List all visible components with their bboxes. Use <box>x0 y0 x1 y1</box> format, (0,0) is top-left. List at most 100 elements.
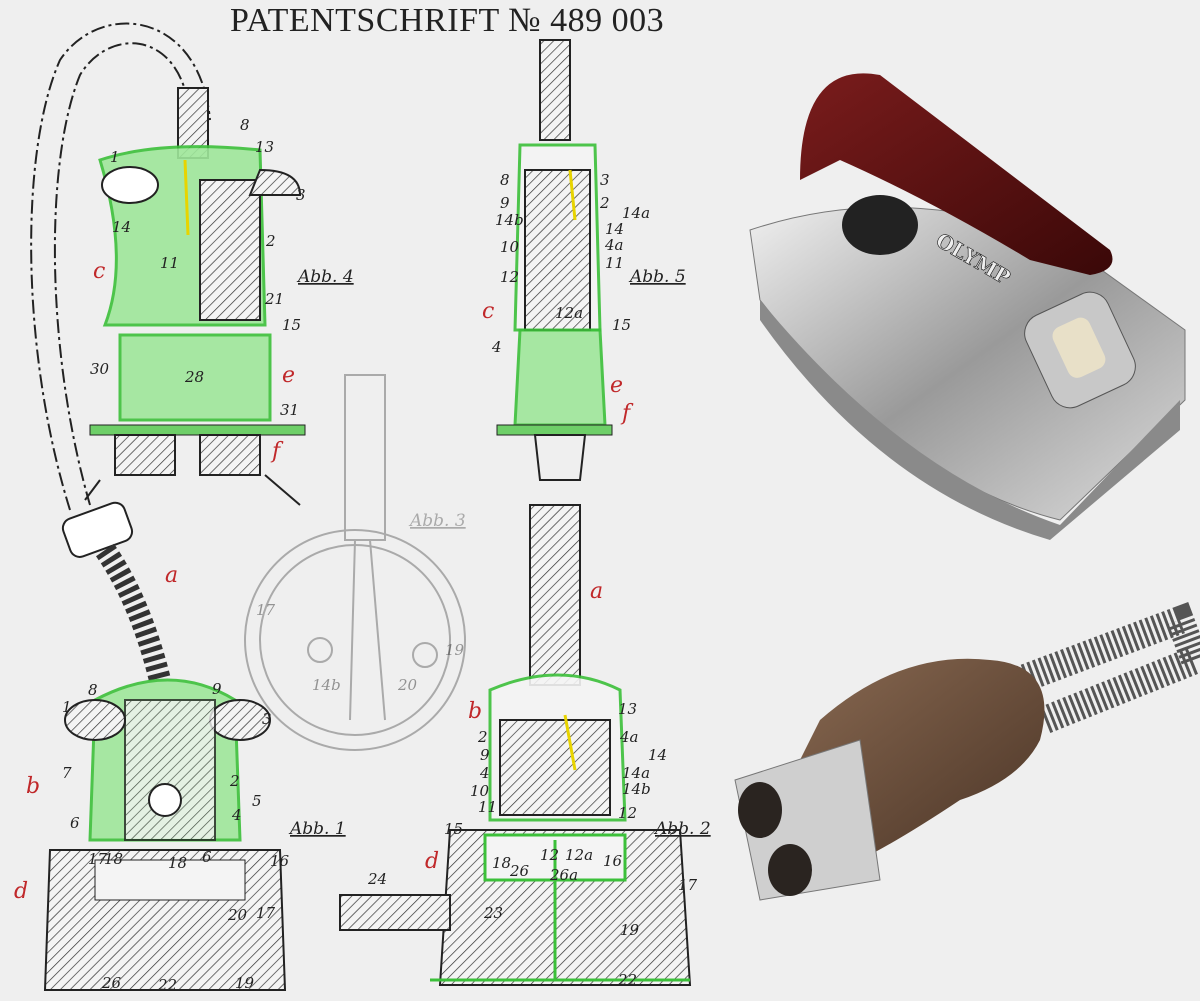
ref-number: 11 <box>605 254 624 272</box>
figure-label-abb2: Abb. 2 <box>653 819 711 839</box>
part-letter-e-abb5: e <box>610 373 623 398</box>
ref-number: 31 <box>280 401 299 419</box>
ref-number: 4 <box>231 806 242 824</box>
abb2-reference-numbers: 2 13 9 4a 4 14 14a 14b 10 11 12 15 18 12… <box>367 700 698 989</box>
ref-number: 20 <box>227 906 248 924</box>
ref-number: 14 <box>112 218 131 236</box>
ref-number: 9 <box>212 680 222 698</box>
ref-number: 26 <box>101 974 122 992</box>
ref-number: 4 <box>479 764 490 782</box>
ref-number: 16 <box>270 852 290 870</box>
patent-title: PATENTSCHRIFT № 489 003 <box>230 2 665 39</box>
photo-olymp-iron: OLYMP <box>749 73 1186 540</box>
ref-number: 14b <box>495 211 524 229</box>
abb5-reference-numbers: 8 3 9 2 14b 14a 14 4a 10 11 12 12a 15 4 <box>491 171 650 356</box>
ref-number: 17 <box>88 850 108 868</box>
ref-number: 14b <box>622 780 651 798</box>
photo-connector-plug <box>734 601 1200 901</box>
ref-number: 11 <box>160 254 179 272</box>
ref-number: 12a <box>555 304 583 322</box>
sleeve-e-abb5 <box>513 328 607 427</box>
ref-number: 26 <box>509 862 530 880</box>
ref-number: 3 <box>262 710 272 728</box>
ref-number: 8 <box>88 681 98 699</box>
ref-number: 8 <box>240 116 250 134</box>
ref-number: 20 <box>397 676 418 694</box>
figure-abb1 <box>43 501 287 991</box>
figure-label-abb3: Abb. 3 <box>408 511 466 531</box>
figure-abb2 <box>339 673 692 986</box>
ref-number: 2 <box>477 728 488 746</box>
ref-number: 8 <box>500 171 510 189</box>
ref-number: 4a <box>604 236 624 254</box>
ref-number: 13 <box>255 138 274 156</box>
ref-number: 12a <box>565 846 593 864</box>
ref-number: 22 <box>617 971 637 989</box>
ref-number: 6 <box>202 848 212 866</box>
ref-number: 19 <box>445 641 465 659</box>
ref-number: 2 <box>265 232 276 250</box>
figure-abb4 <box>84 87 306 506</box>
ref-number: 9 <box>500 194 510 212</box>
ref-number: 10 <box>470 782 490 800</box>
ref-number: 15 <box>282 316 301 334</box>
ref-number: 23 <box>483 904 503 922</box>
abb4-reference-numbers: 1 8 13 3 14 2 11 21 15 30 28 31 <box>90 116 306 419</box>
part-letter-b-abb2: b <box>468 699 482 724</box>
part-letter-b: b <box>26 774 40 799</box>
ref-number: 6 <box>70 814 80 832</box>
sleeve-e <box>118 333 272 422</box>
ref-number: 21 <box>264 290 284 308</box>
ref-number: 10 <box>500 238 520 256</box>
ref-number: 12 <box>618 804 637 822</box>
ref-number: 14 <box>605 220 624 238</box>
ref-number: 11 <box>478 798 497 816</box>
ref-number: 17 <box>256 904 276 922</box>
part-letter-f: f <box>270 439 284 464</box>
part-letter-a-abb2: a <box>590 579 603 604</box>
ref-number: 4a <box>619 728 639 746</box>
part-letter-c: c <box>93 259 105 284</box>
ref-number: 12 <box>500 268 519 286</box>
part-letter-d-abb2: d <box>425 849 439 874</box>
ref-number: 14b <box>312 676 341 694</box>
ref-number: 7 <box>62 764 72 782</box>
ref-number: 19 <box>620 921 640 939</box>
ref-number: 18 <box>492 854 511 872</box>
ref-number: 30 <box>90 360 110 378</box>
ref-number: 22 <box>157 976 177 994</box>
ref-number: 1 <box>110 148 120 166</box>
part-letter-e: e <box>282 363 295 388</box>
ref-number: 14a <box>622 764 650 782</box>
abb1-reference-numbers: 1 8 9 3 7 2 5 4 6 6 17 18 18 16 20 17 26… <box>62 680 290 994</box>
ref-number: 9 <box>480 746 490 764</box>
ref-number: 15 <box>444 820 463 838</box>
ref-number: 17 <box>678 876 698 894</box>
ref-number: 3 <box>600 171 610 189</box>
part-letter-f-abb5: f <box>620 401 634 426</box>
part-letter-c-abb5: c <box>482 299 494 324</box>
ref-number: 1 <box>62 698 72 716</box>
ref-number: 13 <box>618 700 637 718</box>
figure-abb5 <box>496 39 613 686</box>
ref-number: 18 <box>168 854 187 872</box>
ref-number: 2 <box>599 194 610 212</box>
ref-number: 12 <box>540 846 559 864</box>
ref-number: 18 <box>104 850 123 868</box>
figure-label-abb5: Abb. 5 <box>628 267 686 287</box>
ref-number: 17 <box>256 601 276 619</box>
figure-label-abb4: Abb. 4 <box>296 267 354 287</box>
ref-number: 28 <box>184 368 204 386</box>
figure-abb3 <box>244 374 466 751</box>
ref-number: 2 <box>229 772 240 790</box>
ref-number: 4 <box>491 338 502 356</box>
part-letter-a: a <box>165 563 178 588</box>
abb3-reference-numbers: 17 19 14b 20 <box>256 601 465 694</box>
ref-number: 14 <box>648 746 667 764</box>
ref-number: 19 <box>235 974 255 992</box>
ref-number: 14a <box>622 204 650 222</box>
part-letter-d: d <box>14 879 28 904</box>
ref-number: 26a <box>549 866 578 884</box>
cord-outline <box>30 22 211 511</box>
